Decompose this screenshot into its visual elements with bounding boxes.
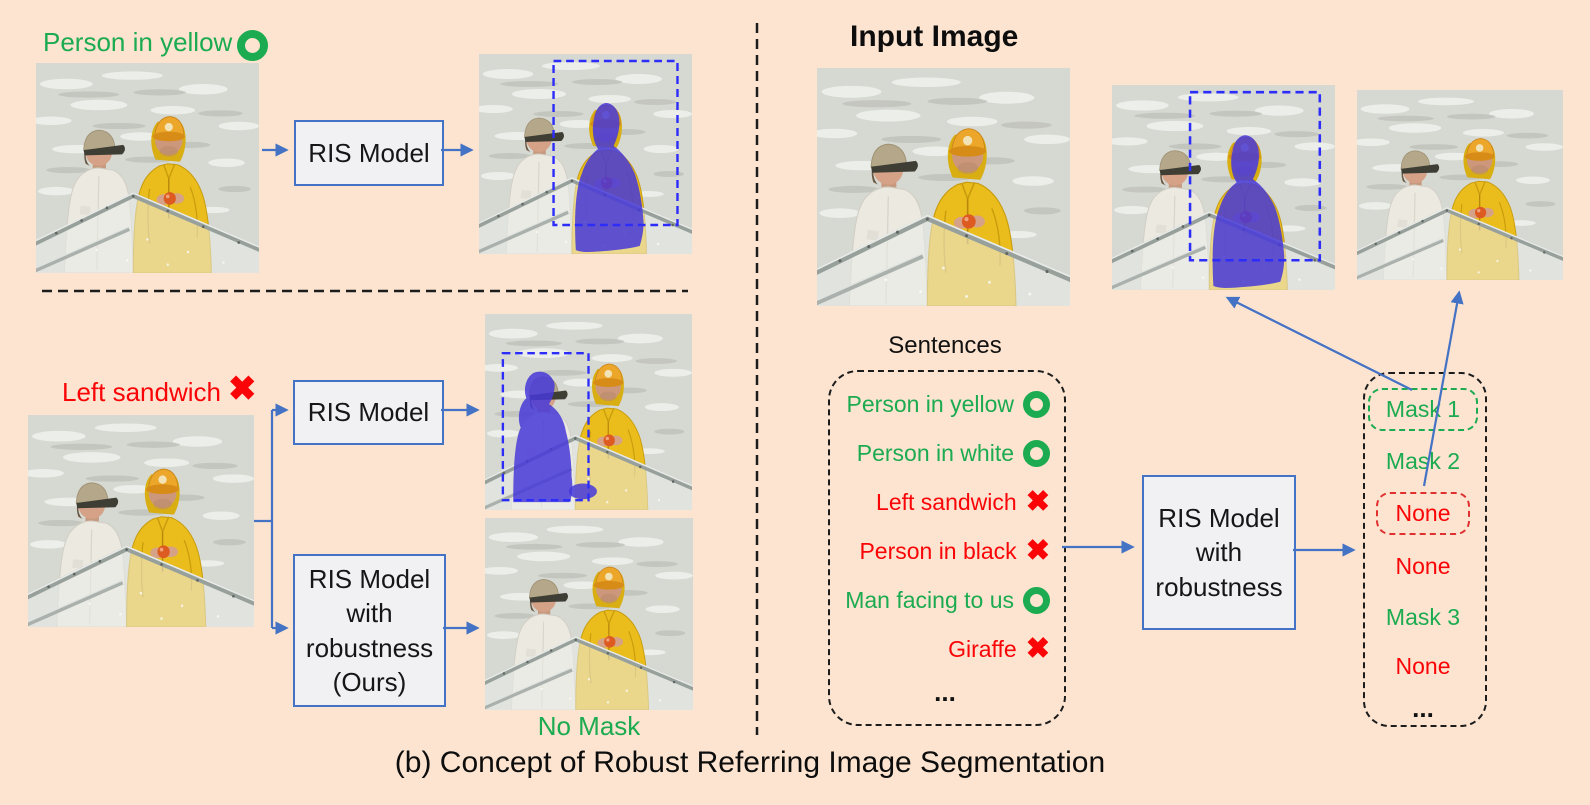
query-label-left-sandwich: Left sandwich (62, 377, 221, 407)
ris-model-label: RIS Model (307, 397, 430, 428)
output-photo-masked-yellow (479, 54, 692, 254)
invalid-cross-icon (1026, 488, 1050, 517)
ris-model-ours-box: RIS Model with robustness (Ours) (293, 554, 446, 707)
query-label-person-in-yellow: Person in yellow (43, 27, 233, 57)
result-photo-mask1 (1112, 85, 1335, 290)
mask-text: Mask 3 (1385, 603, 1461, 630)
ris-model-box-1: RIS Model (294, 120, 444, 186)
sentences-list: Person in yellow Person in white Left sa… (828, 380, 1062, 710)
output-photo-wrong-mask (485, 314, 692, 510)
sentence-text: Left sandwich (876, 489, 1017, 515)
model-line: (Ours) (332, 666, 407, 697)
none-text: None (1395, 552, 1451, 579)
sentence-text: Person in black (859, 538, 1017, 564)
model-line: with (1195, 537, 1243, 568)
input-photo-right (817, 68, 1070, 306)
sentence-text: Giraffe (948, 636, 1017, 662)
sentence-row: Left sandwich (828, 478, 1062, 527)
model-line: robustness (1155, 571, 1283, 602)
ris-model-label: RIS Model (308, 137, 430, 168)
no-mask-label: No Mask (537, 711, 641, 741)
input-image-heading: Input Image (850, 20, 1019, 53)
model-line: robustness (305, 632, 434, 663)
sentence-row: Person in white (828, 429, 1062, 478)
input-photo-example2 (28, 415, 254, 627)
mask-chip: Mask 1 (1367, 387, 1479, 431)
outputs-list: Mask 1 Mask 2 None None Mask 3 None ... (1363, 382, 1483, 726)
mask-text: Mask 2 (1385, 447, 1461, 474)
none-chip: None (1375, 491, 1471, 535)
ris-model-robustness-box: RIS Model with robustness (1142, 475, 1296, 630)
valid-ring-icon (1023, 440, 1050, 467)
invalid-cross-icon (228, 372, 257, 406)
outputs-ellipsis: ... (1412, 692, 1434, 723)
result-photo-none (1357, 90, 1563, 280)
output-row: Mask 1 (1367, 382, 1479, 436)
sentence-text: Person in white (856, 440, 1014, 466)
model-line: RIS Model (1158, 503, 1280, 534)
invalid-cross-icon (1026, 537, 1050, 566)
sentences-ellipsis: ... (934, 676, 956, 707)
sentence-row: Person in black (828, 527, 1062, 576)
output-row: Mask 2 (1386, 436, 1460, 486)
sentence-row: Giraffe (828, 625, 1062, 674)
output-photo-no-mask (485, 518, 693, 710)
model-line: with (346, 598, 393, 629)
output-row: None (1375, 486, 1471, 540)
valid-ring-icon (1023, 391, 1050, 418)
ris-model-box-2: RIS Model (293, 380, 444, 445)
invalid-cross-icon (1026, 635, 1050, 664)
none-text: None (1395, 652, 1451, 679)
output-row: Mask 3 (1386, 592, 1460, 642)
output-row: None (1396, 540, 1451, 592)
sentence-text: Man facing to us (845, 587, 1014, 613)
figure-caption: (b) Concept of Robust Referring Image Se… (394, 746, 1106, 779)
valid-ring-icon (237, 30, 268, 61)
model-line: RIS Model (308, 563, 431, 594)
sentences-title: Sentences (888, 332, 1002, 359)
sentence-row: Person in yellow (828, 380, 1062, 429)
sentence-row: Man facing to us (828, 576, 1062, 625)
valid-ring-icon (1023, 587, 1050, 614)
input-photo-example1 (36, 63, 259, 273)
sentence-text: Person in yellow (846, 391, 1014, 417)
output-row: None (1396, 642, 1451, 690)
